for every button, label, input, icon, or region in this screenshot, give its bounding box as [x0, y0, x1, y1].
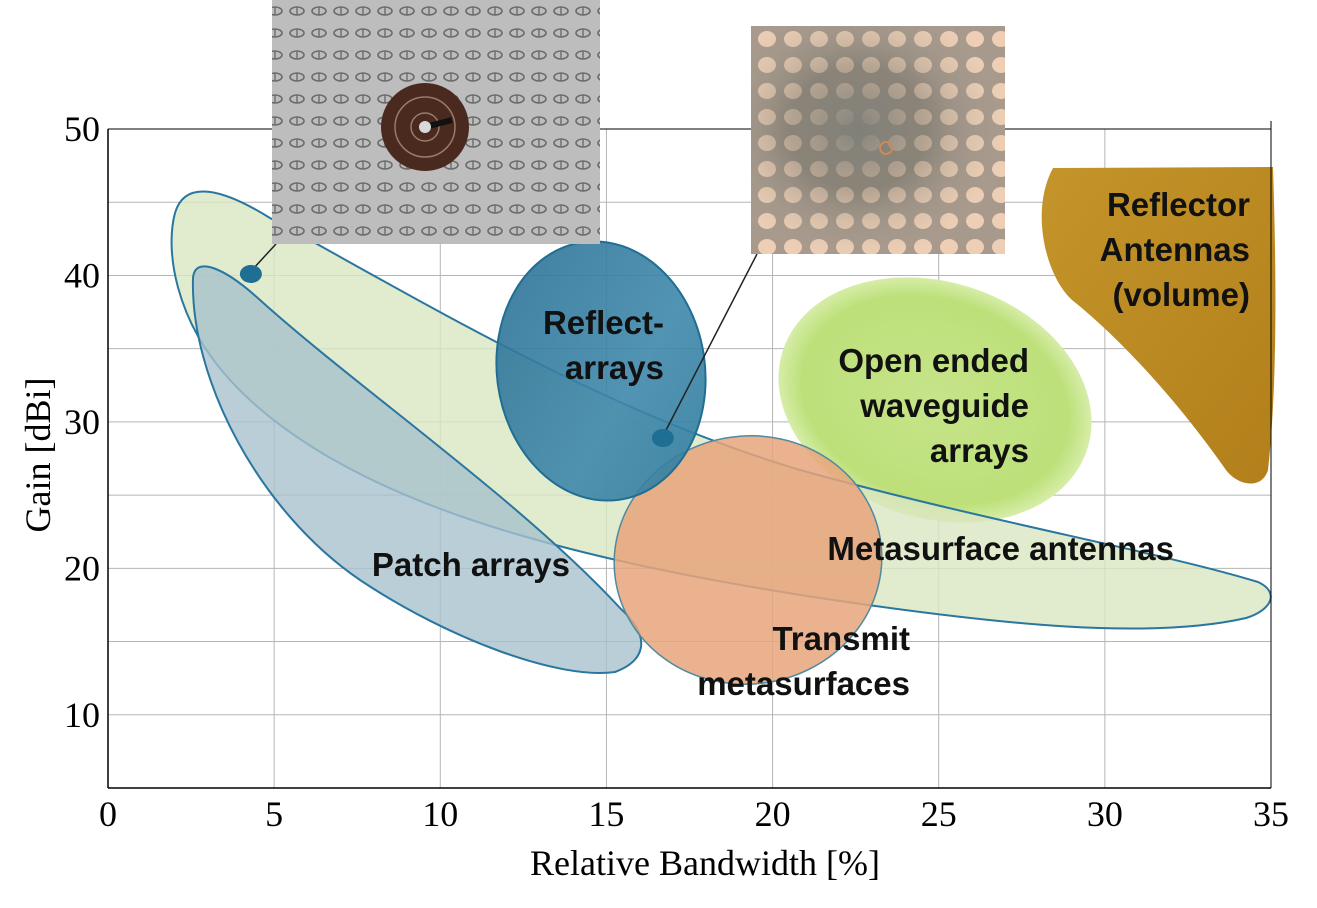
photo-metasurface-antenna: [272, 0, 600, 244]
y-tick-labels: 10 20 30 40 50: [64, 109, 100, 735]
highlight-point: [651, 428, 674, 447]
x-tick-label: 30: [1087, 794, 1123, 834]
region-label-line: (volume): [1112, 276, 1250, 313]
region-open-ended-waveguide: [778, 277, 1092, 523]
region-reflector-antennas: [1041, 167, 1276, 484]
region-label-line: arrays: [930, 432, 1029, 469]
highlighted-points: [239, 264, 674, 447]
regions: [170, 167, 1276, 685]
region-label-line: Patch arrays: [372, 546, 570, 583]
y-tick-label: 40: [64, 255, 100, 295]
x-tick-label: 15: [588, 794, 624, 834]
x-tick-label: 0: [99, 794, 117, 834]
region-patch-arrays: [191, 265, 643, 674]
y-tick-label: 50: [64, 109, 100, 149]
x-tick-labels: 0 5 10 15 20 25 30 35: [99, 794, 1289, 834]
x-tick-label: 35: [1253, 794, 1289, 834]
region-label-line: Open ended: [838, 342, 1029, 379]
x-axis-title: Relative Bandwidth [%]: [530, 843, 880, 883]
region-label-line: arrays: [565, 349, 664, 386]
region-label-line: Reflect-: [543, 304, 664, 341]
region-label-line: Reflector: [1107, 186, 1250, 223]
region-transmit-metasurfaces: [613, 435, 883, 685]
region-label-line: Transmit: [772, 620, 910, 657]
x-tick-label: 25: [921, 794, 957, 834]
y-tick-label: 30: [64, 402, 100, 442]
y-tick-label: 10: [64, 695, 100, 735]
region-label-line: Antennas: [1100, 231, 1250, 268]
region-label-line: Metasurface antennas: [827, 530, 1174, 567]
leader-line-1: [251, 243, 277, 271]
leader-line-2: [662, 253, 758, 437]
y-tick-label: 20: [64, 548, 100, 588]
x-tick-label: 10: [422, 794, 458, 834]
x-tick-label: 5: [265, 794, 283, 834]
y-axis-title: Gain [dBi]: [18, 378, 58, 533]
region-label-line: metasurfaces: [697, 665, 910, 702]
x-tick-label: 20: [755, 794, 791, 834]
highlight-point: [239, 264, 262, 283]
region-label-line: waveguide: [859, 387, 1029, 424]
photo-reflectarray: [751, 26, 1005, 254]
